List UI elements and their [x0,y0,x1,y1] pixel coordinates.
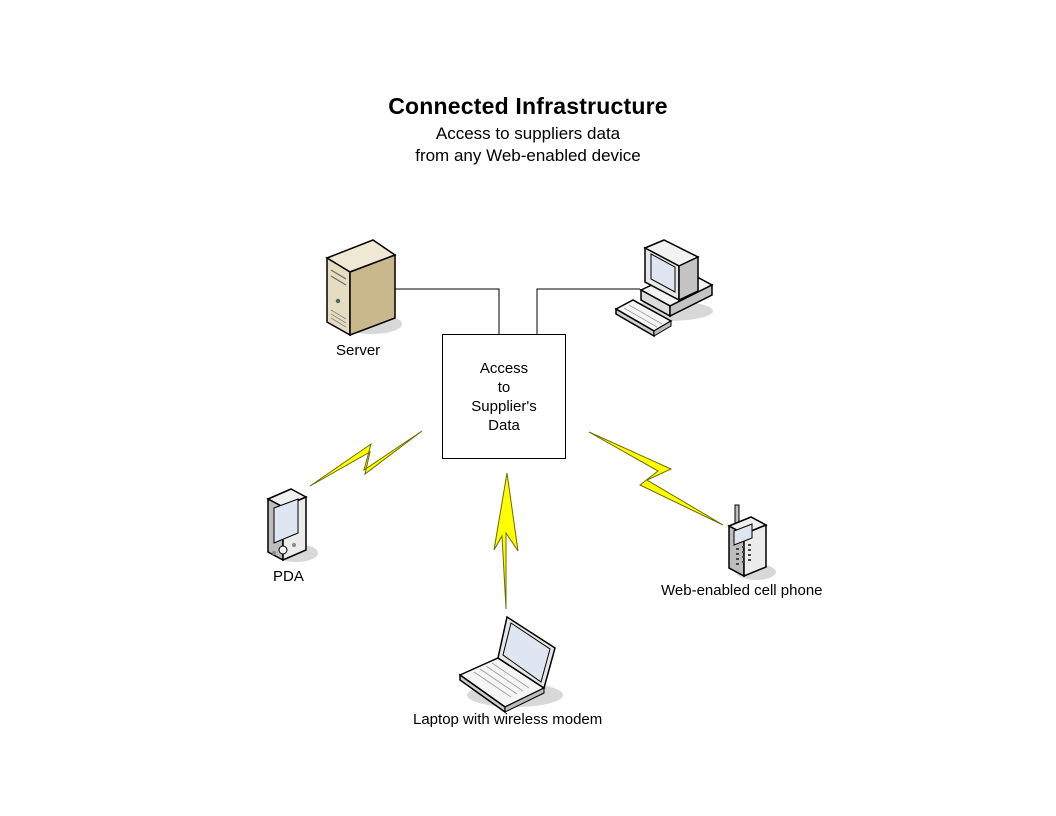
hub-line-suppliers: Supplier's [471,398,537,415]
hub-line-data: Data [488,417,520,434]
pda-wireless-link-icon [309,430,423,487]
diagram-subtitle-line-2: from any Web-enabled device [415,146,641,165]
hub-line-to: to [497,379,511,396]
server-label: Server [336,342,381,359]
hub-line-access: Access [479,360,529,377]
phone-wireless-link-icon [588,431,724,526]
cell-phone-icon [727,504,776,580]
central-access-box: Access to Supplier's Data [442,334,566,459]
desktop-computer-icon [614,239,714,338]
diagram-title: Connected Infrastructure [388,93,668,119]
cell-phone-label: Web-enabled cell phone [661,582,823,599]
laptop-icon [458,615,563,714]
laptop-label: Laptop with wireless modem [413,711,603,728]
diagram-subtitle-line-1: Access to suppliers data [435,124,621,143]
pda-label: PDA [273,568,304,585]
server-connector-line [395,288,500,334]
server-tower-icon [325,239,402,337]
pda-icon [266,488,318,562]
desktop-connector-line [536,288,640,334]
laptop-wireless-link-icon [493,472,519,610]
